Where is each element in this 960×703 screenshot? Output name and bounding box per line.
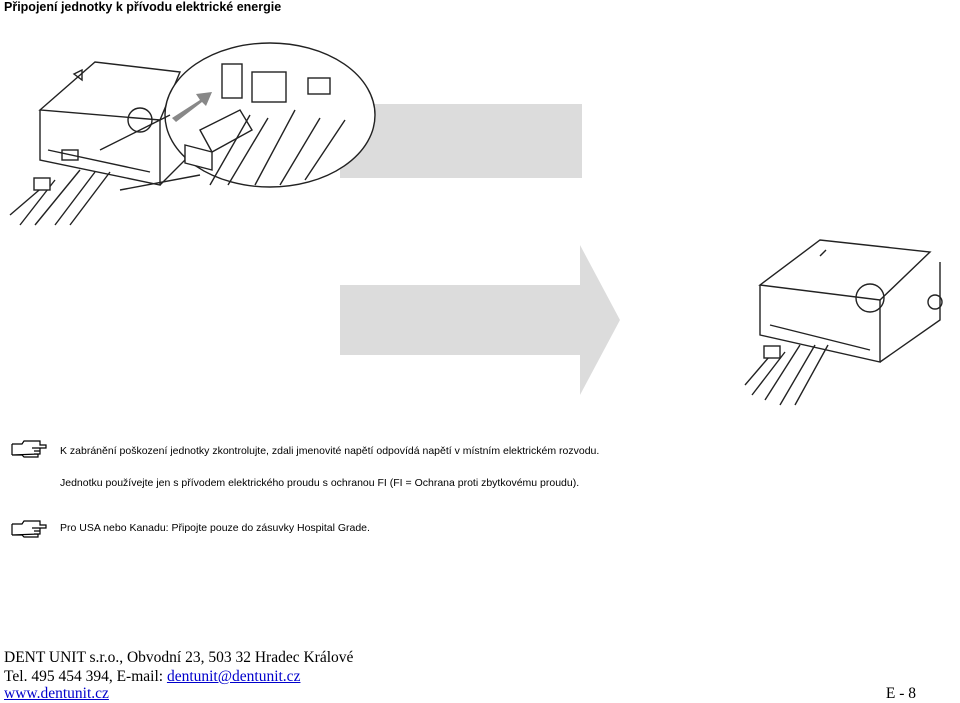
pointing-hand-icon bbox=[11, 520, 47, 538]
footer-address: DENT UNIT s.r.o., Obvodní 23, 503 32 Hra… bbox=[4, 649, 354, 666]
right-arrow-icon bbox=[340, 104, 620, 395]
footer-website-link[interactable]: www.dentunit.cz bbox=[4, 685, 109, 702]
footer-website: www.dentunit.cz bbox=[4, 685, 109, 703]
footer-phone: Tel. 495 454 394, E-mail: bbox=[4, 668, 167, 685]
page-number: E - 8 bbox=[885, 685, 916, 702]
note-voltage-check: K zabránění poškození jednotky zkontrolu… bbox=[60, 445, 600, 457]
inset-zoom-drawing bbox=[99, 42, 376, 191]
pointing-hand-icon bbox=[11, 440, 47, 458]
note-fi-protection: Jednotku používejte jen s přívodem elekt… bbox=[60, 477, 580, 489]
unit-after-drawing bbox=[744, 239, 943, 406]
connection-illustration bbox=[9, 42, 943, 406]
footer-email-link[interactable]: dentunit@dentunit.cz bbox=[166, 668, 301, 685]
footer-contact: Tel. 495 454 394, E-mail: dentunit@dentu… bbox=[4, 668, 300, 686]
page-title: Připojení jednotky k přívodu elektrické … bbox=[4, 0, 282, 14]
unit-before-drawing bbox=[9, 61, 186, 226]
note-hospital-grade: Pro USA nebo Kanadu: Připojte pouze do z… bbox=[60, 522, 370, 534]
